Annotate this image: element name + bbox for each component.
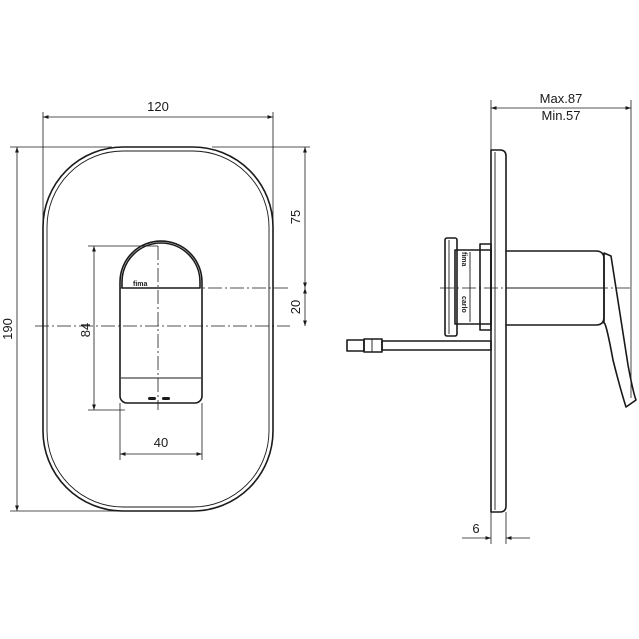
indicator-hot <box>148 397 156 400</box>
max-depth-label: Max.87 <box>540 91 583 106</box>
handle-lever-profile <box>603 252 637 408</box>
handle-height-label: 84 <box>78 323 93 337</box>
rod-connector-a <box>363 338 383 353</box>
min-depth-label: Min.57 <box>541 108 580 123</box>
center-offset-label: 20 <box>288 300 303 314</box>
handle-top-recess <box>121 242 201 289</box>
cartridge-flange <box>444 237 458 337</box>
height-dimension-label: 190 <box>0 318 15 340</box>
upper-offset-label: 75 <box>288 210 303 224</box>
brand-logo: fima <box>133 281 148 288</box>
rod-connector-b <box>346 339 365 352</box>
wall-plate-outline <box>490 149 507 513</box>
front-view: fima 120 190 75 20 84 40 <box>0 99 310 512</box>
body-label-top: fima <box>460 252 467 267</box>
plate-thickness-label: 6 <box>472 521 479 536</box>
body-label-bottom: carlo <box>460 296 467 313</box>
cover-plate-inner-edge <box>46 150 270 508</box>
extension-rod <box>381 340 492 351</box>
side-view: fima carlo Max.87 Min.57 6 <box>346 91 637 544</box>
cartridge-collar <box>479 243 492 331</box>
handle-width-label: 40 <box>154 435 168 450</box>
width-dimension-label: 120 <box>147 99 169 114</box>
handle-outline <box>119 240 203 404</box>
indicator-cold <box>162 397 170 400</box>
